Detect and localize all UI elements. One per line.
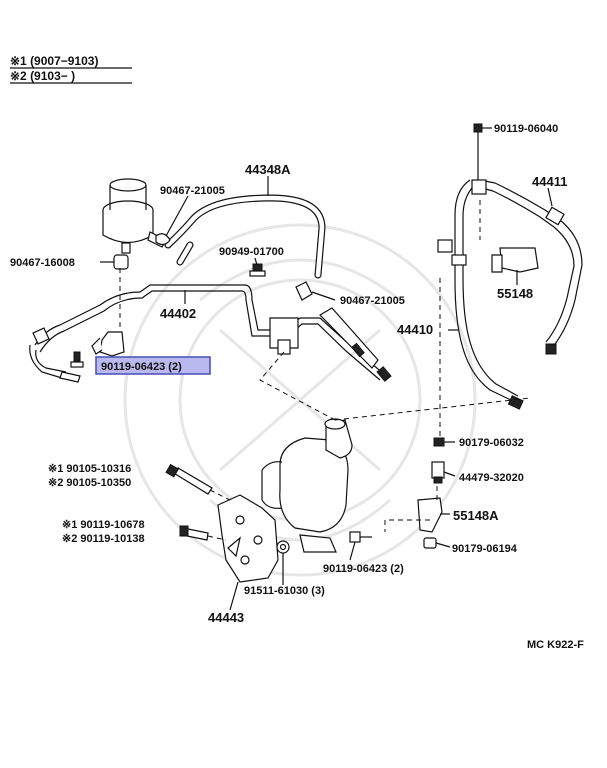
leader-lines [100, 127, 553, 611]
label-90949-01700: 90949-01700 [219, 246, 284, 258]
sensor-44479-32020 [431, 461, 445, 484]
label-90119-06423-highlighted: 90119-06423 (2) [101, 361, 182, 373]
label-90467-21005-mid: 90467-21005 [340, 295, 405, 307]
highlight-box [95, 356, 211, 375]
bracket-44443 [217, 494, 279, 583]
diagram-code: MC K922-F [527, 639, 584, 651]
clamp-90467-16008 [113, 254, 129, 270]
label-44479-32020: 44479-32020 [459, 472, 524, 484]
label-44348A: 44348A [245, 162, 291, 177]
label-90119-06423-bottom: 90119-06423 (2) [323, 563, 404, 575]
label-90119-06040: 90119-06040 [494, 123, 558, 135]
legend-line-1: ※1 (9007−9103) [10, 54, 98, 68]
hose-44410 [437, 179, 524, 410]
bolt-90119-10678 [179, 525, 209, 541]
label-90119-10678: ※1 90119-10678 [62, 519, 145, 531]
label-55148: 55148 [497, 286, 533, 301]
clamp-90949-01700 [249, 263, 266, 277]
label-44411: 44411 [532, 174, 567, 189]
bolt-90119-06423-left [59, 351, 84, 383]
label-44443: 44443 [208, 610, 244, 625]
part-labels: 90119-06040 44411 44348A 90467-21005 909… [10, 123, 567, 625]
label-90105-10350: ※2 90105-10350 [48, 477, 131, 489]
legend: ※1 (9007−9103) ※2 (9103− ) [10, 54, 132, 84]
nut-91511-61030 [276, 540, 290, 554]
label-90119-10138: ※2 90119-10138 [62, 533, 145, 545]
label-44402: 44402 [160, 306, 196, 321]
elbow-fitting [91, 331, 125, 357]
bolt-90119-06423-bottom [349, 531, 372, 543]
label-90179-06032: 90179-06032 [459, 437, 524, 449]
reservoir-tank [102, 178, 167, 254]
hose-44411 [471, 179, 583, 355]
label-55148A: 55148A [453, 508, 499, 523]
label-91511-61030: 91511-61030 (3) [244, 585, 325, 597]
clamp-90467-21005-top [155, 233, 171, 246]
clamp-90467-21005-mid [295, 281, 313, 301]
power-steering-pump [261, 418, 353, 553]
nut-90179-06194 [423, 537, 437, 549]
bolt-90119-06040 [473, 123, 483, 180]
dashed-guides [119, 200, 531, 541]
label-90179-06194: 90179-06194 [452, 543, 518, 555]
bracket-55148A [417, 497, 443, 533]
tube-44402 [29, 284, 392, 382]
label-90105-10316: ※1 90105-10316 [48, 463, 131, 475]
label-44410: 44410 [397, 322, 433, 337]
hose-44348A [164, 194, 326, 279]
label-90467-21005-top: 90467-21005 [160, 185, 225, 197]
gasket-90179-06032 [433, 437, 445, 447]
label-90467-16008: 90467-16008 [10, 257, 75, 269]
legend-line-2: ※2 (9103− ) [10, 69, 75, 83]
bolt-90105 [165, 463, 213, 495]
bracket-55148 [491, 247, 539, 273]
